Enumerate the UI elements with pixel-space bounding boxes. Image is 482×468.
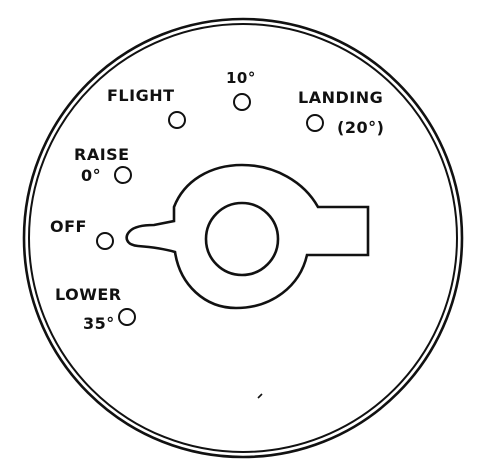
selector-center-hub xyxy=(204,201,280,277)
lower-position-hole xyxy=(118,308,136,326)
flight-position-hole xyxy=(168,111,186,129)
selector-knob[interactable] xyxy=(125,163,370,310)
raise-position-hole xyxy=(114,166,132,184)
ten-degree-position-hole xyxy=(233,93,251,111)
lower-label: LOWER xyxy=(55,285,122,304)
raise-label: RAISE xyxy=(74,145,130,164)
landing-position-hole xyxy=(306,114,324,132)
off-label: OFF xyxy=(50,217,87,236)
landing-value-label: (20°) xyxy=(337,118,384,137)
raise-value-label: 0° xyxy=(81,166,101,185)
small-dial-mark xyxy=(257,393,263,399)
flight-label: FLIGHT xyxy=(107,86,175,105)
lower-value-label: 35° xyxy=(83,314,115,333)
landing-label: LANDING xyxy=(298,88,383,107)
ten-degree-label: 10° xyxy=(226,69,256,87)
inner-dial-ring xyxy=(28,23,458,453)
position-indicators xyxy=(96,93,324,326)
position-labels: FLIGHT 10° LANDING (20°) RAISE 0° OFF LO… xyxy=(50,69,384,333)
off-position-hole xyxy=(96,232,114,250)
outer-dial-ring xyxy=(22,17,464,459)
